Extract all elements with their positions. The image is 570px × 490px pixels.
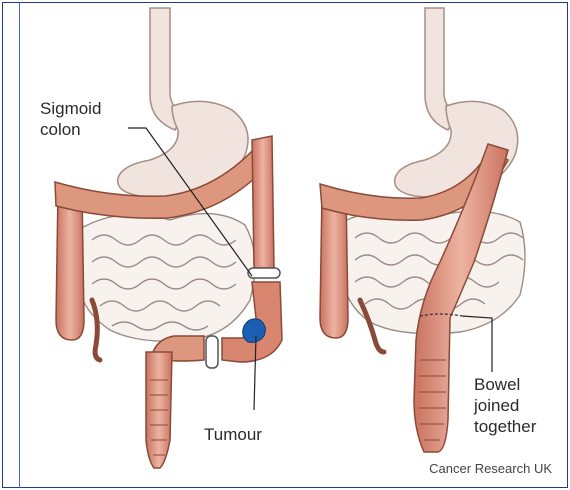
sigmoid-colon-label: Sigmoid colon	[40, 98, 101, 140]
left-small-intestine	[78, 214, 255, 342]
bowel-joined-label-line-2: joined	[474, 395, 536, 416]
left-ascending-colon	[56, 190, 84, 340]
bowel-joined-label: Bowel joined together	[474, 374, 536, 437]
credit-text: Cancer Research UK	[429, 461, 552, 476]
left-descending-colon	[252, 136, 274, 268]
tumour-label: Tumour	[204, 424, 262, 445]
clamp-lower	[206, 336, 218, 368]
tumour	[243, 319, 266, 343]
sigmoid-colon-label-line-1: Sigmoid	[40, 98, 101, 119]
sigmoid-colon-label-line-2: colon	[40, 119, 101, 140]
bowel-joined-label-line-3: together	[474, 416, 536, 437]
bowel-joined-label-line-1: Bowel	[474, 374, 536, 395]
clamp-upper	[248, 268, 280, 278]
left-illustration	[55, 8, 282, 468]
